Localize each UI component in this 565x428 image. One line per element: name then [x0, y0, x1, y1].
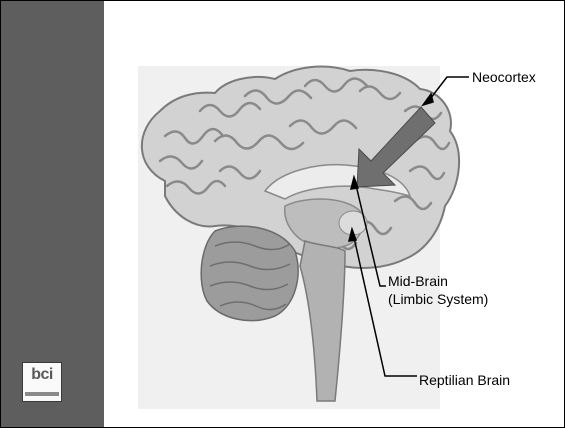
logo-text: bci [23, 366, 61, 384]
bci-logo: bci [22, 362, 62, 402]
label-neocortex: Neocortex [472, 69, 536, 86]
logo-stripe [25, 392, 59, 396]
label-reptilian-brain: Reptilian Brain [419, 372, 510, 389]
label-limbic-system: (Limbic System) [388, 291, 488, 308]
brain-diagram [105, 1, 564, 427]
sidebar: bci [1, 1, 104, 427]
label-midbrain: Mid-Brain [388, 273, 448, 290]
